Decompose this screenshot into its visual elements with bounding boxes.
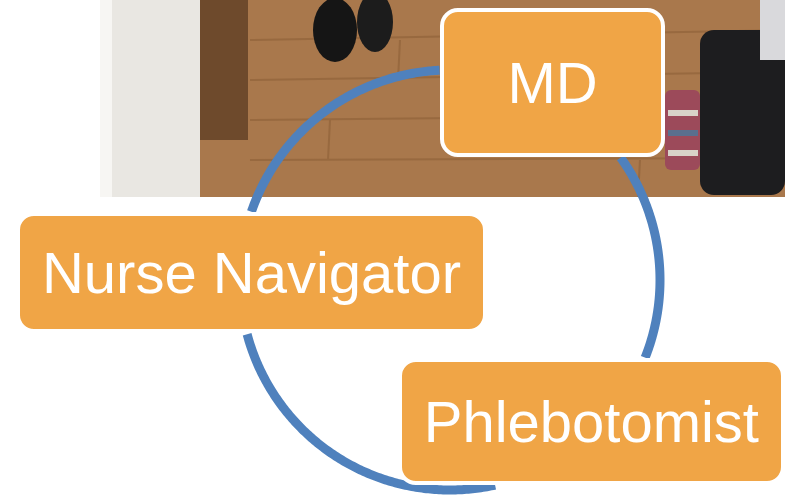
shoe <box>357 0 393 52</box>
striped-bag <box>665 90 700 170</box>
role-label: Nurse Navigator <box>42 241 461 305</box>
cycle-arc <box>251 70 439 211</box>
door-frame <box>200 0 248 140</box>
wall-edge <box>100 0 112 197</box>
role-box: MD <box>440 8 665 157</box>
shoe <box>313 0 357 62</box>
role-box: Phlebotomist <box>398 358 785 485</box>
role-box: Nurse Navigator <box>16 212 487 333</box>
white-wall <box>100 0 200 197</box>
waste-bin <box>760 0 785 60</box>
role-label: MD <box>507 51 597 115</box>
cycle-arc <box>621 158 660 358</box>
role-label: Phlebotomist <box>424 390 759 454</box>
wood-floor <box>100 0 785 197</box>
